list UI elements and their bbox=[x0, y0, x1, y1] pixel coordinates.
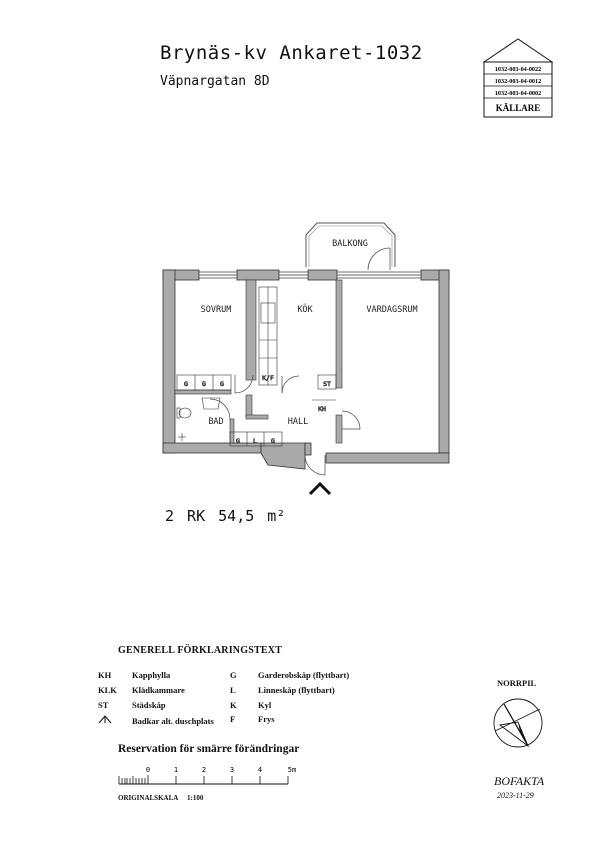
fixture-st: ST bbox=[323, 380, 331, 388]
kitchen-counter: K/F bbox=[258, 286, 278, 386]
address: Väpnargatan 8D bbox=[160, 74, 270, 89]
windows bbox=[198, 271, 422, 279]
unit-code-badge: 1032-003-04-0022 1032-003-04-0012 1032-0… bbox=[483, 38, 553, 118]
balcony: BALKONG bbox=[305, 222, 396, 271]
scale-tick-label: 4 bbox=[258, 766, 262, 774]
room-label-balkong: BALKONG bbox=[332, 239, 368, 249]
badge-code-3: 1032-003-04-0002 bbox=[495, 90, 541, 97]
doors bbox=[209, 374, 361, 476]
reservation-note: Reservation för smärre förändringar bbox=[118, 743, 300, 755]
scale-tick-label: 5m bbox=[288, 766, 296, 774]
room-label-sovrum: SOVRUM bbox=[201, 305, 232, 315]
scale-tick-label: 1 bbox=[174, 766, 178, 774]
north-arrow-icon bbox=[493, 698, 543, 748]
property-title: Brynäs-kv Ankaret-1032 bbox=[160, 42, 423, 64]
room-label-hall: HALL bbox=[288, 417, 308, 427]
fixture-l: L bbox=[253, 437, 257, 445]
legend-title: GENERELL FÖRKLARINGSTEXT bbox=[118, 645, 283, 656]
room-label-vardagsrum: VARDAGSRUM bbox=[366, 305, 417, 315]
badge-floor: KÄLLARE bbox=[496, 103, 541, 113]
outer-walls bbox=[162, 269, 450, 470]
floor-plan: BALKONG bbox=[162, 222, 450, 496]
scale-caption: ORIGINALSKALA 1:100 bbox=[118, 794, 204, 802]
sovrum-wardrobes: G G G bbox=[176, 374, 232, 391]
storage-cabinet: ST KH bbox=[312, 374, 337, 413]
scale-tick-label: 0 bbox=[146, 766, 150, 774]
room-label-bad: BAD bbox=[208, 417, 223, 427]
apartment-summary: 2 RK 54,5 m² bbox=[165, 507, 286, 525]
scale-bar: 0 1 2 3 4 5m bbox=[118, 766, 296, 785]
fixture-g: G bbox=[184, 380, 188, 388]
scale-tick-label: 2 bbox=[202, 766, 206, 774]
north-label: NORRPIL bbox=[497, 678, 537, 688]
fixture-g: G bbox=[271, 437, 275, 445]
legend-item: Badkar alt. duschplats bbox=[98, 714, 214, 726]
badge-code-2: 1032-003-04-0012 bbox=[495, 78, 541, 85]
scale-tick-label: 3 bbox=[230, 766, 234, 774]
brand-name: BOFAKTA bbox=[494, 774, 545, 788]
bathroom-fixtures bbox=[176, 397, 221, 441]
bathtub-icon bbox=[98, 715, 112, 724]
hall-wardrobes: G L G bbox=[229, 431, 283, 447]
fixture-g: G bbox=[220, 380, 224, 388]
plan-date: 2023-11-29 bbox=[497, 791, 534, 800]
fixture-kf: K/F bbox=[262, 374, 274, 382]
entrance-arrow-icon bbox=[308, 481, 332, 496]
room-label-kok: KÖK bbox=[297, 304, 313, 315]
fixture-kh: KH bbox=[318, 405, 326, 413]
badge-code-1: 1032-003-04-0022 bbox=[495, 66, 541, 73]
fixture-g: G bbox=[236, 437, 240, 445]
fixture-g: G bbox=[202, 380, 206, 388]
